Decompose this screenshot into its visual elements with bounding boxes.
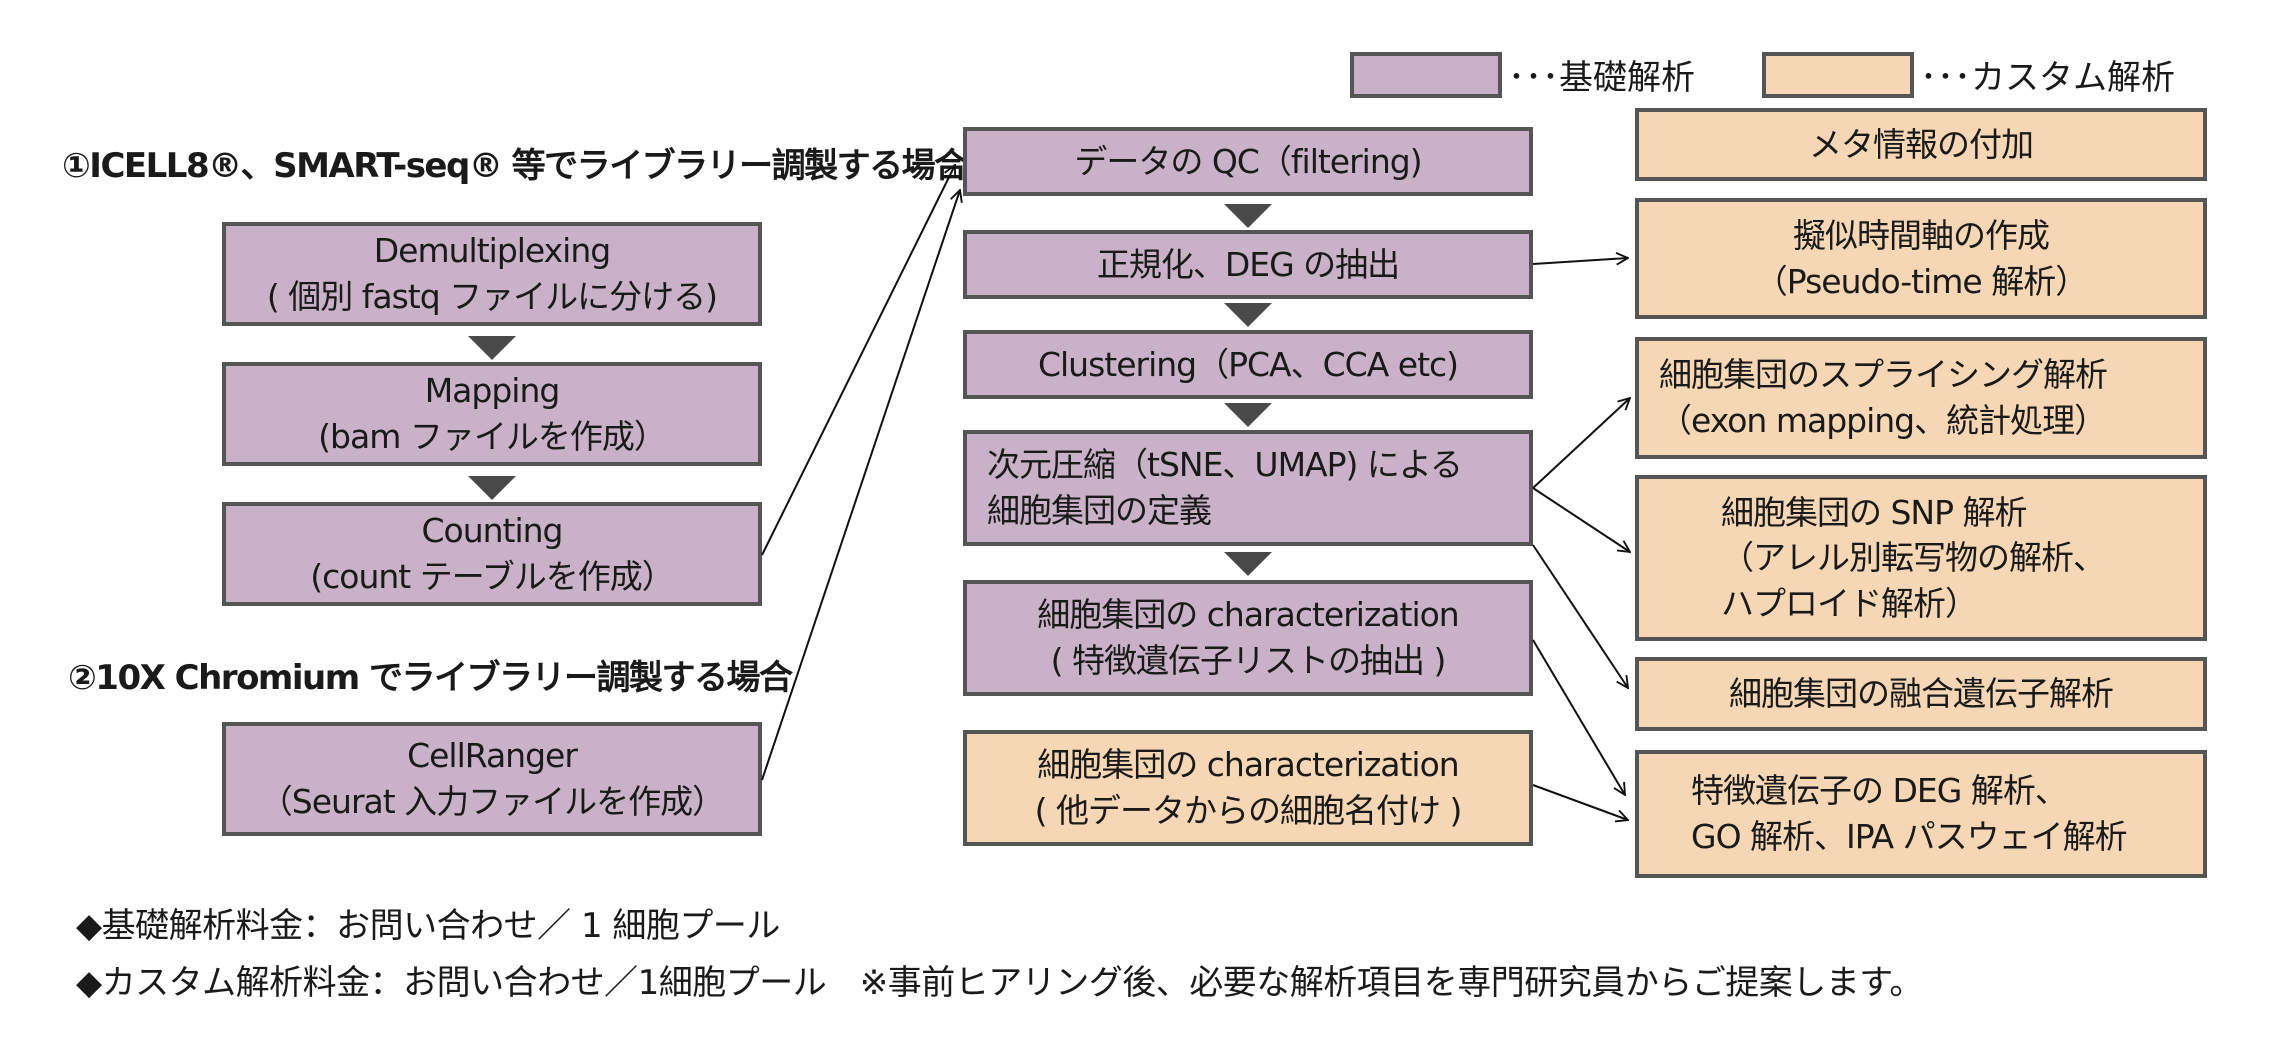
connector-dimred-to-snp [1532,487,1630,552]
step-mapping-label: Mapping (bam ファイルを作成） [318,371,667,456]
step-snp-label: 細胞集団の SNP 解析 （アレル別転写物の解析、 ハプロイド解析） [1721,492,2106,623]
connector-cellranger-to-qc [761,190,960,781]
step-characterization-naming-label: 細胞集団の characterization ( 他データからの細胞名付け ) [1034,745,1463,830]
step-characterization-genes-label: 細胞集団の characterization ( 特徴遺伝子リストの抽出 ) [1037,595,1459,680]
down-arrow [1224,303,1272,327]
step-pseudotime-label: 擬似時間軸の作成 （Pseudo-time 解析） [1754,215,2088,301]
step-clustering: Clustering（PCA、CCA etc) [963,330,1533,399]
step-fusion-gene-label: 細胞集団の融合遺伝子解析 [1729,674,2114,714]
heading-case1: ①ICELL8®、SMART-seq® 等でライブラリー調製する場合 [62,146,968,186]
connector-characterization-to-deg [1532,639,1625,795]
step-metadata-label: メタ情報の付加 [1809,124,2034,164]
down-arrow [468,336,516,360]
connector-dimred-to-splicing [1532,398,1630,489]
step-counting-label: Counting (count テーブルを作成） [310,511,674,596]
down-arrow [468,476,516,500]
down-arrow [1224,204,1272,228]
step-demultiplexing: Demultiplexing ( 個別 fastq ファイルに分ける) [222,222,762,326]
step-splicing-label: 細胞集団のスプライシング解析 （exon mapping、統計処理） [1659,355,2108,440]
step-qc: データの QC（filtering) [963,127,1533,196]
connector-naming-to-deg [1532,784,1628,820]
down-arrow [1224,552,1272,576]
step-mapping: Mapping (bam ファイルを作成） [222,362,762,466]
step-clustering-label: Clustering（PCA、CCA etc) [1037,344,1459,384]
step-counting: Counting (count テーブルを作成） [222,502,762,606]
connector-counting-to-qc [761,165,955,556]
step-deg-go-ipa: 特徴遺伝子の DEG 解析、 GO 解析、IPA パスウェイ解析 [1635,750,2207,878]
step-normalization: 正規化、DEG の抽出 [963,230,1533,299]
step-cellranger-label: CellRanger （Seurat 入力ファイルを作成） [259,736,725,821]
legend-swatch-custom [1762,52,1914,98]
step-splicing: 細胞集団のスプライシング解析 （exon mapping、統計処理） [1635,337,2207,459]
step-dimension-reduction-label: 次元圧縮（tSNE、UMAP) による 細胞集団の定義 [987,445,1463,530]
step-characterization-genes: 細胞集団の characterization ( 特徴遺伝子リストの抽出 ) [963,580,1533,696]
step-demultiplexing-label: Demultiplexing ( 個別 fastq ファイルに分ける) [266,231,718,316]
step-snp: 細胞集団の SNP 解析 （アレル別転写物の解析、 ハプロイド解析） [1635,475,2207,641]
step-pseudotime: 擬似時間軸の作成 （Pseudo-time 解析） [1635,198,2207,319]
note-basic-price: ◆基礎解析料金：お問い合わせ／ 1 細胞プール [76,906,780,946]
step-cellranger: CellRanger （Seurat 入力ファイルを作成） [222,722,762,836]
legend-label-basic: ･･･基礎解析 [1508,58,1695,98]
legend-label-custom: ･･･カスタム解析 [1920,58,2175,98]
step-dimension-reduction: 次元圧縮（tSNE、UMAP) による 細胞集団の定義 [963,430,1533,546]
note-custom-price: ◆カスタム解析料金：お問い合わせ／1細胞プール ※事前ヒアリング後、必要な解析項… [76,963,1923,1003]
connector-dimred-to-fusion [1532,544,1628,688]
down-arrow [1224,403,1272,427]
step-metadata: メタ情報の付加 [1635,108,2207,181]
step-qc-label: データの QC（filtering) [1074,141,1422,181]
step-deg-go-ipa-label: 特徴遺伝子の DEG 解析、 GO 解析、IPA パスウェイ解析 [1691,771,2128,856]
step-normalization-label: 正規化、DEG の抽出 [1096,244,1400,284]
heading-case2: ②10X Chromium でライブラリー調製する場合 [68,658,793,698]
connector-normalization-to-pseudotime [1532,258,1628,264]
legend-swatch-basic [1350,52,1502,98]
step-characterization-naming: 細胞集団の characterization ( 他データからの細胞名付け ) [963,730,1533,846]
step-fusion-gene: 細胞集団の融合遺伝子解析 [1635,657,2207,731]
